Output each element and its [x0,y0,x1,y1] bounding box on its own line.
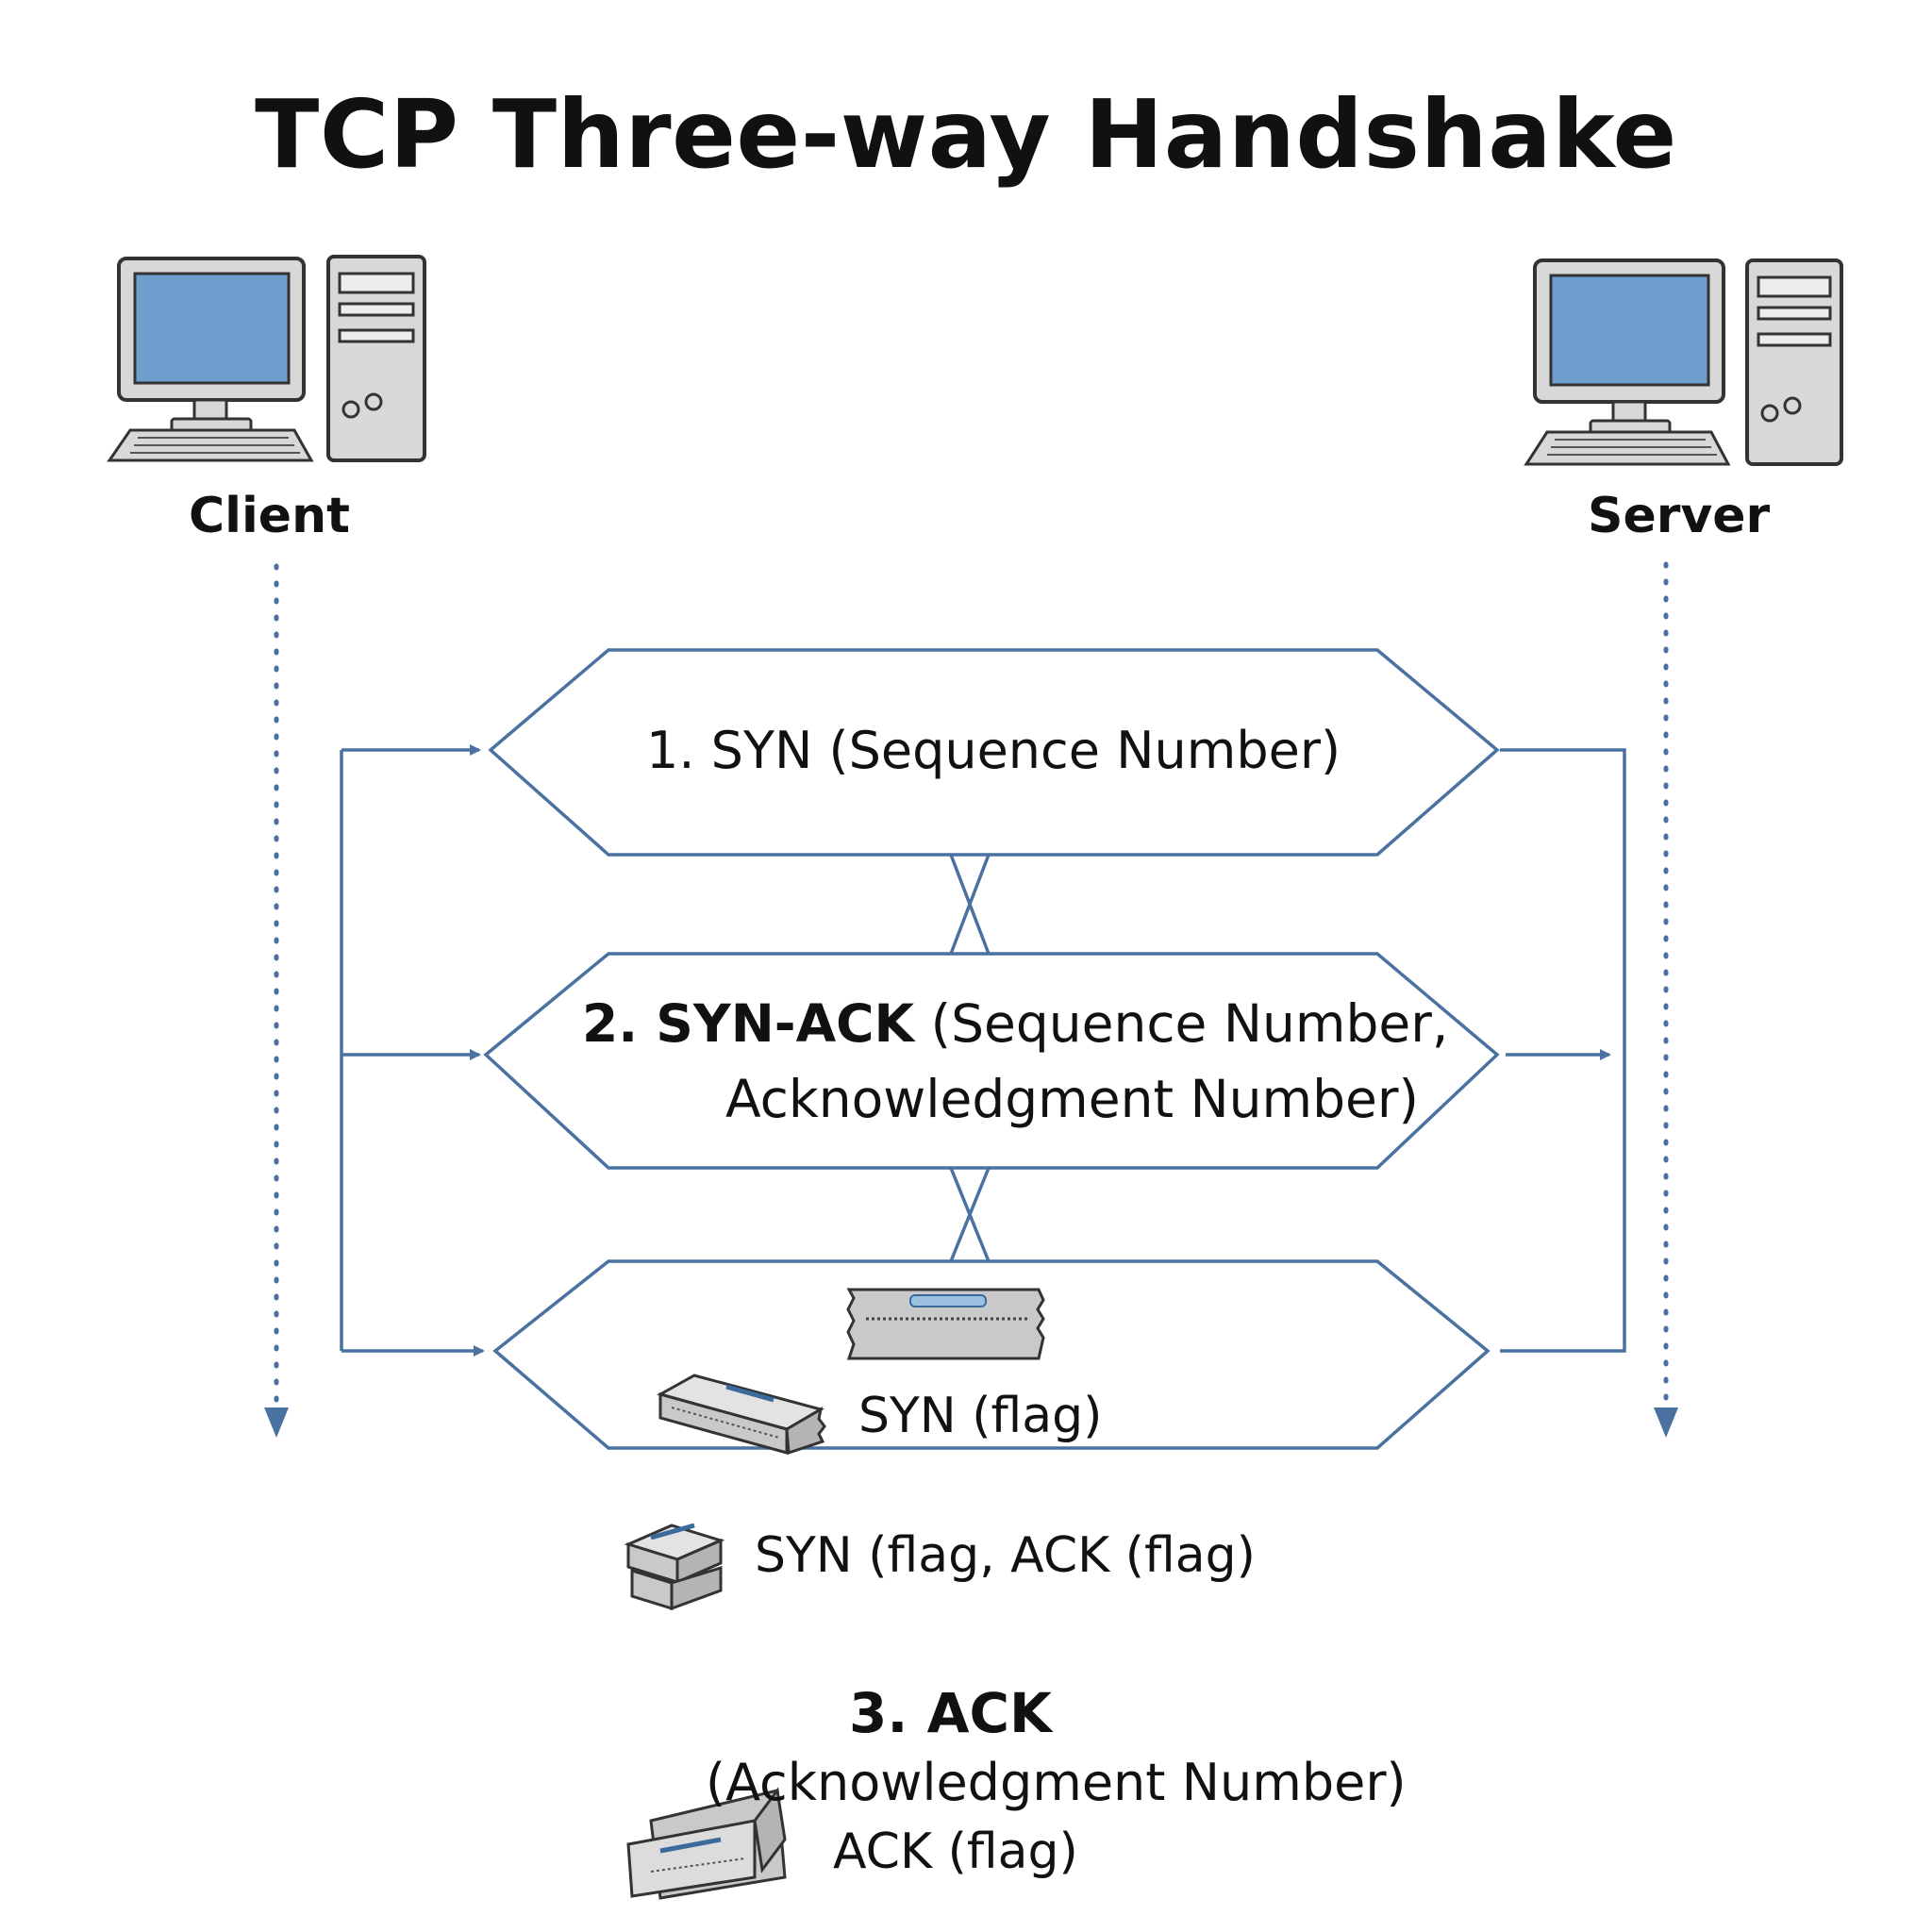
syn-ack-flag-label: SYN (flag, ACK (flag) [755,1527,1256,1584]
step-2-label-line1: 2. SYN-ACK (Sequence Number, [582,992,1448,1055]
box-connectors [949,854,991,1262]
client-computer-icon [107,255,426,462]
step-3-subtitle: (Acknowledgment Number) [706,1753,1407,1812]
server-lifeline [1654,561,1678,1438]
server-label: Server [1588,488,1771,544]
server-lifeline-arrow-icon [1654,1407,1678,1438]
client-bracket [340,744,485,1357]
step-2-box [483,952,1500,1170]
step-3-title: 3. ACK [849,1681,1052,1745]
packet-icon-1 [846,1288,1045,1360]
step-2-rest: (Sequence Number, [914,993,1449,1054]
step-2-label-line2: Acknowledgment Number) [725,1069,1419,1129]
packet-icon-3 [624,1523,725,1611]
step-1-box [488,648,1500,857]
server-bracket [1500,748,1626,1353]
client-lifeline-arrow-icon [264,1407,289,1438]
client-label: Client [189,488,350,544]
syn-flag-label: SYN (flag) [858,1388,1103,1444]
packet-icon-4 [626,1787,787,1900]
page-title: TCP Three-way Handshake [255,79,1677,190]
server-computer-icon [1524,258,1843,466]
packet-icon-2 [657,1374,826,1456]
step-2-bold: 2. SYN-ACK [582,993,915,1054]
client-lifeline [264,563,289,1438]
step-1-label: 1. SYN (Sequence Number) [646,721,1341,780]
ack-flag-label: ACK (flag) [833,1824,1078,1880]
